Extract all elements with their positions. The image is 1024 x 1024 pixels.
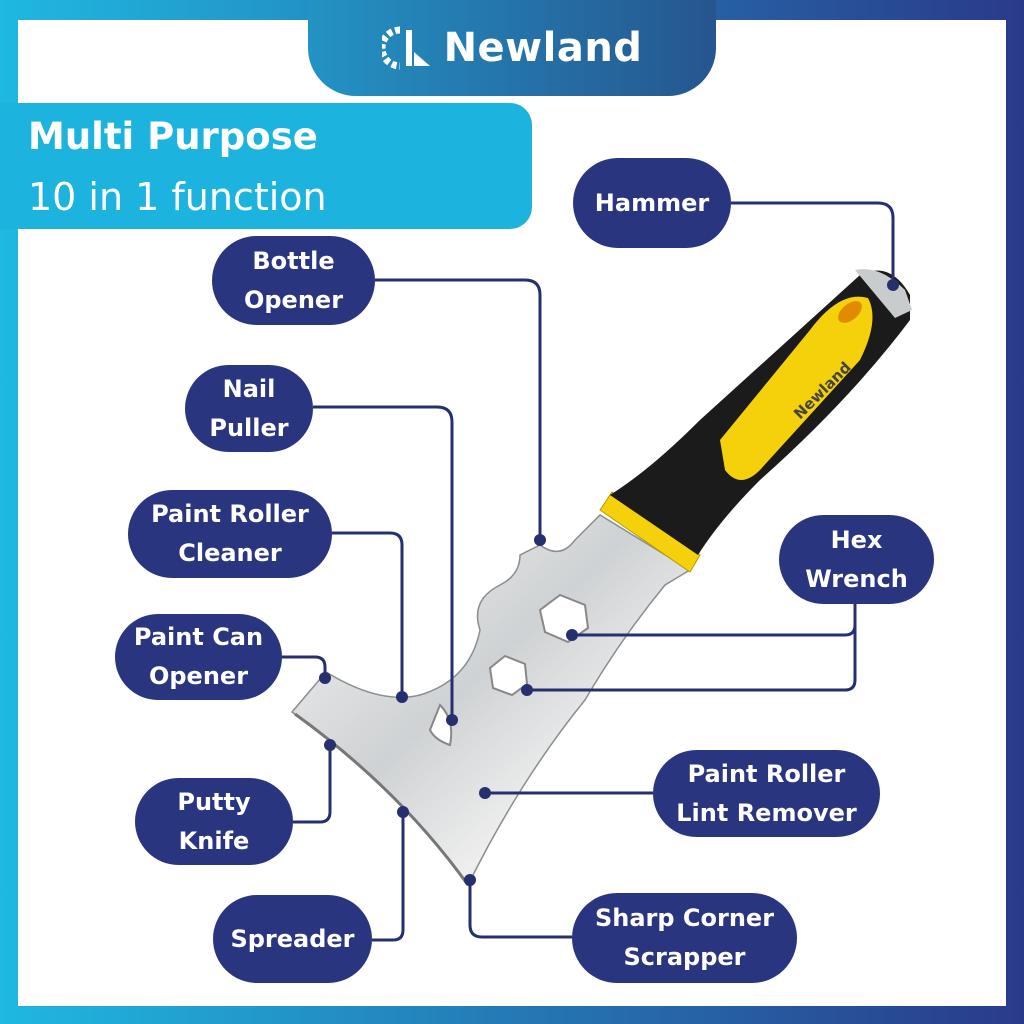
label-lint-remover: Paint Roller Lint Remover (653, 750, 880, 837)
label-nail-puller: Nail Puller (185, 365, 313, 452)
feature-banner: Multi Purpose 10 in 1 function (0, 103, 532, 229)
label-sharp-corner-scrapper: Sharp Corner Scrapper (572, 893, 797, 983)
newland-logo-icon (381, 26, 430, 70)
brand-name: Newland (443, 25, 643, 71)
label-putty-knife: Putty Knife (135, 778, 293, 865)
label-paint-roller-cleaner: Paint Roller Cleaner (128, 490, 332, 578)
label-hammer: Hammer (573, 158, 731, 248)
connector-lines (282, 201, 895, 942)
label-paint-can-opener: Paint Can Opener (115, 614, 282, 700)
connector-dots (319, 279, 899, 886)
banner-title: Multi Purpose (28, 115, 318, 158)
blade (290, 514, 692, 887)
label-bottle-opener: Bottle Opener (212, 236, 375, 325)
handle: Newland (599, 269, 912, 573)
label-hex-wrench: Hex Wrench (779, 515, 934, 604)
label-spreader: Spreader (213, 895, 372, 983)
brand-header: Newland (308, 0, 716, 96)
banner-subtitle: 10 in 1 function (28, 175, 327, 219)
